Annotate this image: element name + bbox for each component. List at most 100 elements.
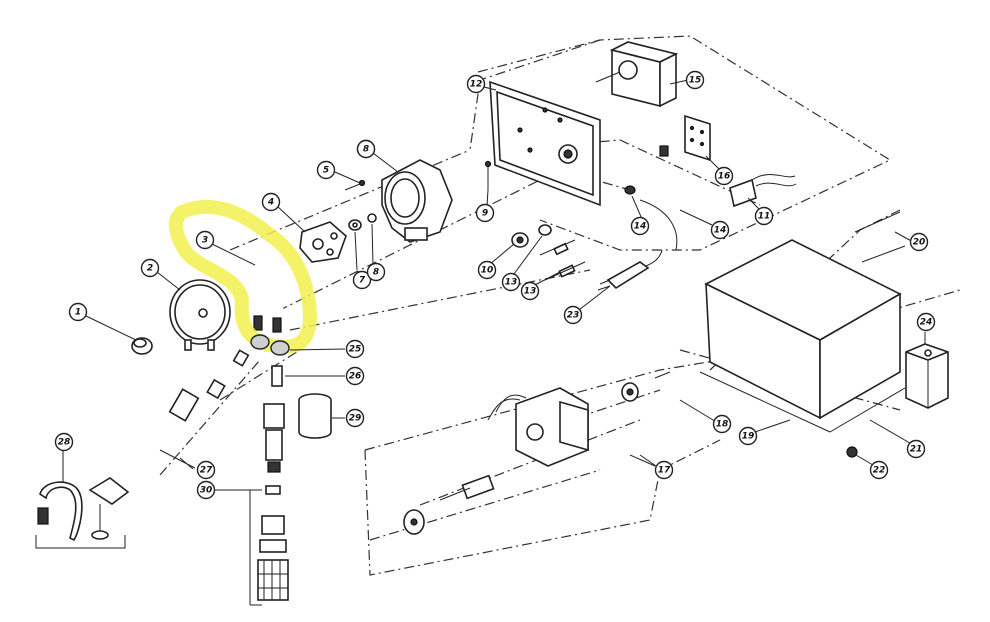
callout-number: 11 [758, 212, 771, 222]
callout-circle [366, 262, 386, 282]
callout-circle [738, 426, 758, 446]
callout-circle [466, 74, 486, 94]
callout-number: 30 [200, 486, 213, 496]
callout-circle [345, 366, 365, 386]
bracket-lines [35, 449, 656, 606]
callout-number: 7 [359, 276, 366, 286]
callout-circle [316, 160, 336, 180]
callout-20: 20 [909, 232, 929, 252]
callout-number: 13 [505, 278, 518, 288]
callout-circle [712, 414, 732, 434]
part-tube-loop [250, 253, 289, 333]
part-suction-assembly [37, 349, 250, 542]
part-terminal-board [659, 114, 711, 162]
callout-circle [475, 203, 495, 223]
callout-number: 12 [470, 80, 483, 90]
callout-22: 22 [869, 460, 889, 480]
callout-number: 20 [913, 238, 926, 248]
callout-18: 18 [712, 414, 732, 434]
callout-27: 27 [196, 460, 216, 480]
callout-number: 4 [267, 198, 274, 208]
part-cover-screws [846, 211, 906, 458]
callout-14: 14 [630, 216, 650, 236]
callout-26: 26 [345, 366, 365, 386]
callout-number: 10 [481, 266, 494, 276]
callout-14: 14 [710, 220, 730, 240]
callout-4: 4 [261, 192, 281, 212]
callout-29: 29 [345, 408, 365, 428]
callout-number: 9 [482, 209, 488, 219]
callout-1: 1 [68, 302, 88, 322]
callout-circle [654, 460, 674, 480]
callout-circle [501, 272, 521, 292]
callout-circle [710, 220, 730, 240]
callout-circle [68, 302, 88, 322]
callout-circle [345, 408, 365, 428]
callout-number: 29 [349, 414, 362, 424]
callout-number: 2 [147, 264, 153, 274]
callout-number: 3 [202, 236, 208, 246]
callout-9: 9 [475, 203, 495, 223]
callout-number: 14 [714, 226, 727, 236]
callout-13: 13 [520, 281, 540, 301]
callout-circle [563, 305, 583, 325]
callout-circle [196, 480, 216, 500]
callout-number: 27 [200, 466, 213, 476]
callout-23: 23 [563, 305, 583, 325]
callout-number: 8 [363, 145, 369, 155]
callout-number: 8 [373, 268, 379, 278]
part-screw-9 [484, 160, 492, 190]
part-motor-assembly [403, 371, 671, 535]
callout-circle [916, 312, 936, 332]
callout-circle [909, 232, 929, 252]
part-screw-5 [344, 179, 366, 191]
callout-number: 15 [689, 76, 702, 86]
callout-24: 24 [916, 312, 936, 332]
part-washers [348, 213, 377, 231]
callout-number: 17 [658, 466, 671, 476]
callout-2: 2 [140, 258, 160, 278]
callout-28: 28 [54, 432, 74, 452]
callout-number: 23 [567, 311, 580, 321]
callout-21: 21 [906, 439, 926, 459]
callout-13: 13 [501, 272, 521, 292]
callout-circle [685, 70, 705, 90]
callout-number: 22 [873, 466, 886, 476]
callout-circle [356, 139, 376, 159]
callout-circle [345, 339, 365, 359]
part-mounting-plate [489, 80, 601, 207]
callout-16: 16 [714, 166, 734, 186]
part-fittings [250, 334, 290, 356]
callout-8: 8 [356, 139, 376, 159]
callout-15: 15 [685, 70, 705, 90]
part-power-cord [597, 185, 678, 291]
part-junction-box [905, 343, 949, 409]
part-small-components [511, 224, 586, 281]
callout-circle [195, 230, 215, 250]
callout-circle [196, 460, 216, 480]
callout-labels: 1234567891011121314151617181920212223242… [54, 70, 936, 500]
callout-11: 11 [754, 206, 774, 226]
callout-circle [54, 432, 74, 452]
callout-17: 17 [654, 460, 674, 480]
part-dial-face [169, 279, 231, 351]
callout-number: 21 [910, 445, 923, 455]
callout-number: 1 [75, 308, 81, 318]
callout-8: 8 [366, 262, 386, 282]
callout-number: 28 [58, 438, 71, 448]
callout-circle [352, 270, 372, 290]
part-knob [131, 337, 153, 355]
callout-circle [520, 281, 540, 301]
callout-number: 25 [349, 345, 362, 355]
callout-circle [261, 192, 281, 212]
callout-number: 13 [524, 287, 537, 297]
callout-number: 16 [718, 172, 731, 182]
callout-circle [630, 216, 650, 236]
callout-3: 3 [195, 230, 215, 250]
part-discharge-assembly [257, 365, 332, 601]
part-pump-head [299, 221, 347, 263]
callout-number: 19 [742, 432, 755, 442]
callout-circle [477, 260, 497, 280]
callout-10: 10 [477, 260, 497, 280]
